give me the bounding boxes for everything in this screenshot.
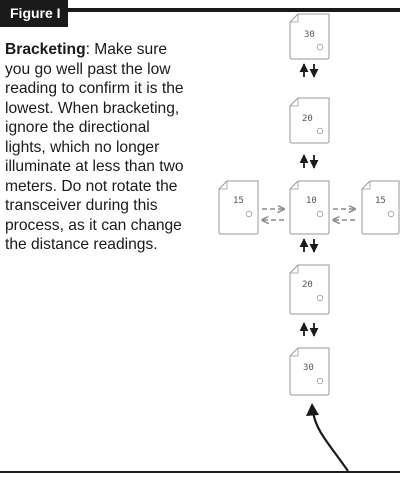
top-rule [0,8,400,12]
updown-arrows-1 [299,63,319,78]
light-icon [316,43,324,51]
light-icon [316,127,324,135]
transceiver-upper: 20 [289,97,330,144]
transceiver-lower: 20 [289,264,330,315]
transceiver-top: 30 [289,13,330,60]
light-icon [316,377,324,385]
light-icon [245,210,253,218]
reading-center: 10 [306,196,317,206]
approach-arrowhead [306,403,319,416]
body-paragraph: Bracketing: Make sure you go well past t… [5,40,193,255]
reading-right: 15 [375,196,386,206]
dashed-arrows-left [262,209,284,220]
light-icon [316,210,324,218]
reading-lower: 20 [302,280,313,290]
reading-left: 15 [233,196,244,206]
transceiver-bottom: 30 [289,347,330,396]
transceiver-right: 15 [361,180,400,235]
approach-path-arrow [311,410,349,472]
figure-label: Figure I [0,0,68,27]
heading-bracketing: Bracketing [5,41,86,58]
reading-bottom: 30 [303,363,314,373]
transceiver-left: 15 [218,180,259,235]
light-icon [387,210,395,218]
reading-upper: 20 [302,114,313,124]
bottom-rule [0,471,400,473]
body-text: : Make sure you go well past the low rea… [5,41,184,253]
transceiver-center: 10 [289,180,330,235]
updown-arrows-2 [299,154,319,169]
updown-arrows-3 [299,238,319,253]
dashed-arrows-right [333,209,355,220]
updown-arrows-4 [299,322,319,337]
reading-top: 30 [304,30,315,40]
light-icon [316,294,324,302]
